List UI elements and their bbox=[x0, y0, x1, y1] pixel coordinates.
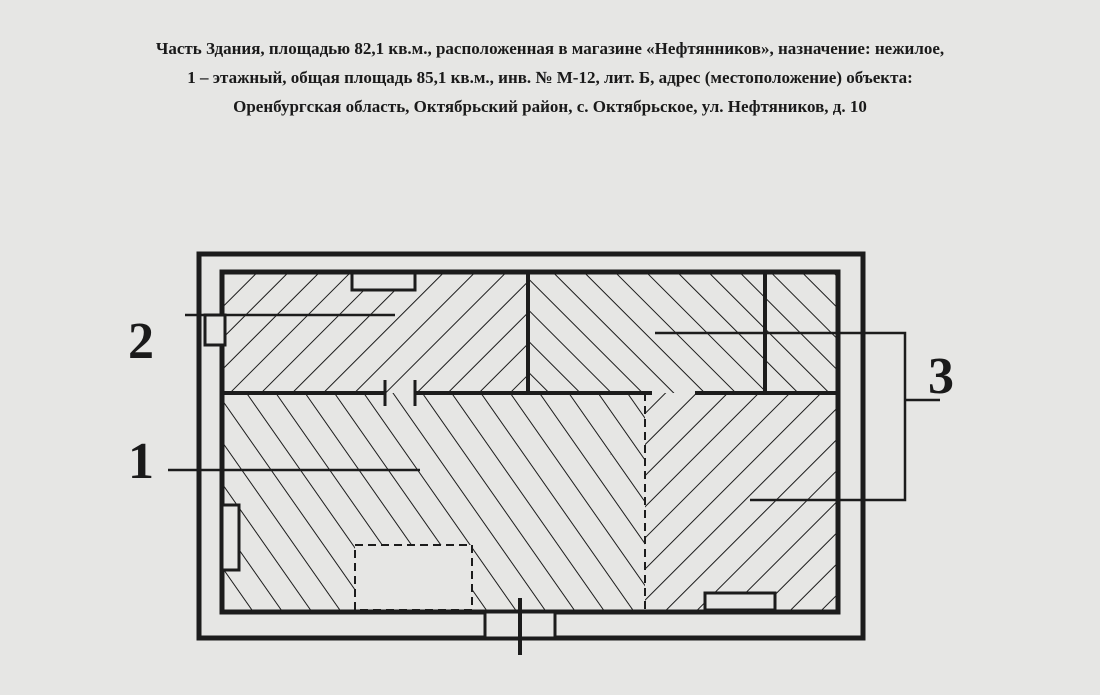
door-left bbox=[203, 313, 227, 347]
label-part-3: 3 bbox=[928, 348, 954, 405]
caption-line-1: Часть Здания, площадью 82,1 кв.м., распо… bbox=[155, 39, 945, 58]
caption-line-3: Оренбургская область, Октябрьский район,… bbox=[233, 97, 867, 116]
room-2-hatch bbox=[224, 274, 528, 393]
document-caption: Часть Здания, площадью 82,1 кв.м., распо… bbox=[0, 34, 1100, 121]
label-part-1: 1 bbox=[128, 433, 154, 490]
window-left bbox=[220, 503, 241, 572]
window-bottom bbox=[703, 591, 777, 612]
window-top bbox=[350, 271, 417, 292]
room-3-hatch bbox=[645, 393, 836, 610]
caption-line-2: 1 – этажный, общая площадь 85,1 кв.м., и… bbox=[187, 68, 913, 87]
label-part-2: 2 bbox=[128, 313, 154, 370]
dashed-area bbox=[354, 544, 473, 611]
